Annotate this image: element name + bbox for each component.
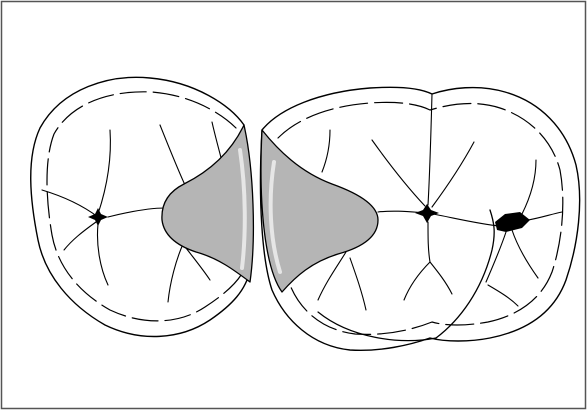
right-groove [322, 130, 330, 172]
right-distal-pit [495, 212, 530, 232]
left-groove [160, 125, 185, 185]
left-groove [42, 190, 98, 217]
right-groove [522, 160, 536, 214]
right-tooth-lobe-outline [436, 210, 494, 338]
right-groove [428, 213, 500, 226]
left-groove [168, 244, 183, 302]
right-groove [428, 94, 432, 205]
left-groove [97, 224, 108, 285]
right-groove [512, 230, 538, 278]
right-groove [432, 142, 474, 207]
right-groove [486, 232, 506, 282]
left-groove [98, 130, 110, 214]
right-groove [488, 285, 518, 306]
right-groove [528, 212, 562, 220]
left-tooth [31, 77, 254, 336]
right-groove [428, 222, 430, 262]
right-tooth [260, 87, 579, 350]
left-groove [108, 208, 165, 217]
right-central-pit [415, 204, 439, 223]
right-groove [404, 262, 430, 300]
left-groove [64, 222, 96, 250]
right-groove [430, 262, 452, 294]
right-groove [350, 258, 366, 310]
right-groove [372, 140, 425, 206]
